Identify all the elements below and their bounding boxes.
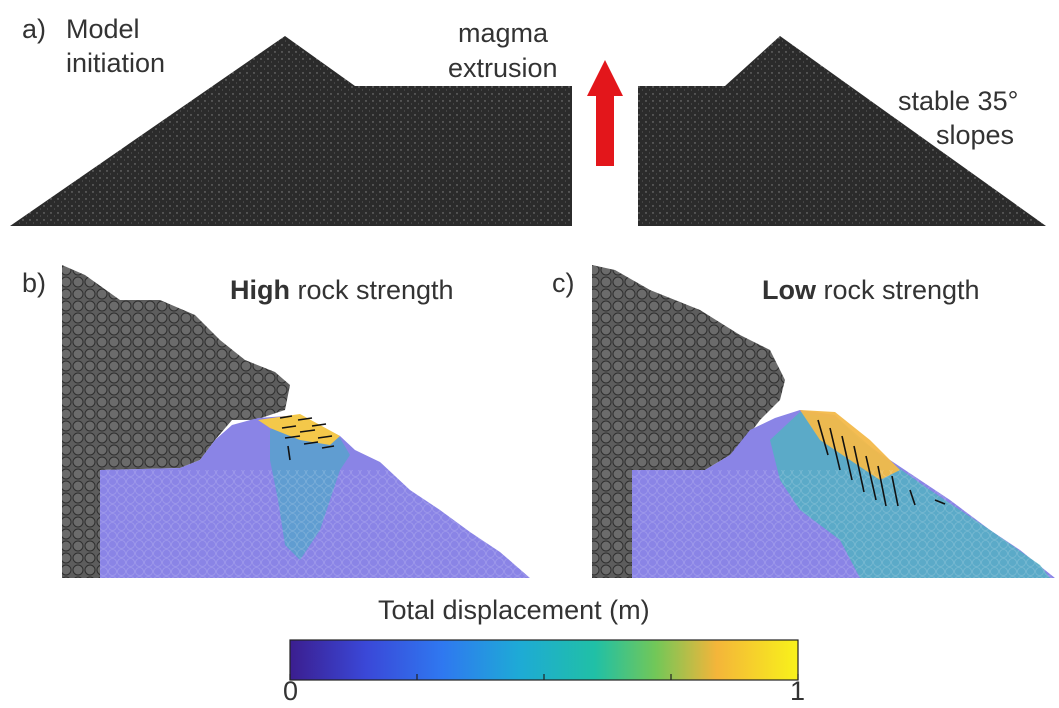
panel-b-title-bold: High	[230, 275, 290, 305]
magma-extrusion-line2: extrusion	[448, 53, 558, 83]
model-initiation-line2: initiation	[66, 48, 166, 78]
colorbar-max-label: 1	[790, 676, 806, 706]
left-edifice	[10, 36, 572, 226]
panel-c-yellow-zone	[800, 410, 900, 480]
panel-c-displacement-vectors	[817, 419, 946, 507]
colorbar	[289, 639, 799, 681]
panel-c-title: Low rock strength	[762, 275, 980, 306]
stable-slopes-line1: stable 35°	[898, 86, 1019, 116]
panel-c-grey-particles	[592, 265, 785, 578]
panel-b-grey-particles	[62, 265, 290, 578]
magma-arrow-icon	[587, 60, 623, 166]
right-edifice	[638, 36, 1046, 226]
colorbar-ticks	[289, 674, 799, 680]
panel-b-title-rest: rock strength	[290, 275, 454, 305]
magma-extrusion-line1: magma	[458, 18, 549, 48]
panel-b-title: High rock strength	[230, 275, 454, 306]
colorbar-min-label: 0	[283, 676, 299, 706]
panel-c-title-rest: rock strength	[816, 275, 980, 305]
panel-c-title-bold: Low	[762, 275, 816, 305]
panel-b-displacement-vectors	[279, 415, 335, 461]
panel-b-cell-texture	[100, 470, 530, 578]
panel-b-letter: b)	[22, 268, 47, 298]
stable-slopes-line2: slopes	[936, 120, 1015, 150]
colorbar-title: Total displacement (m)	[378, 595, 650, 625]
panel-a-letter: a)	[22, 14, 47, 44]
panel-c-letter: c)	[552, 268, 575, 298]
panel-c-cell-texture	[632, 470, 1057, 578]
model-initiation-line1: Model	[66, 14, 140, 44]
